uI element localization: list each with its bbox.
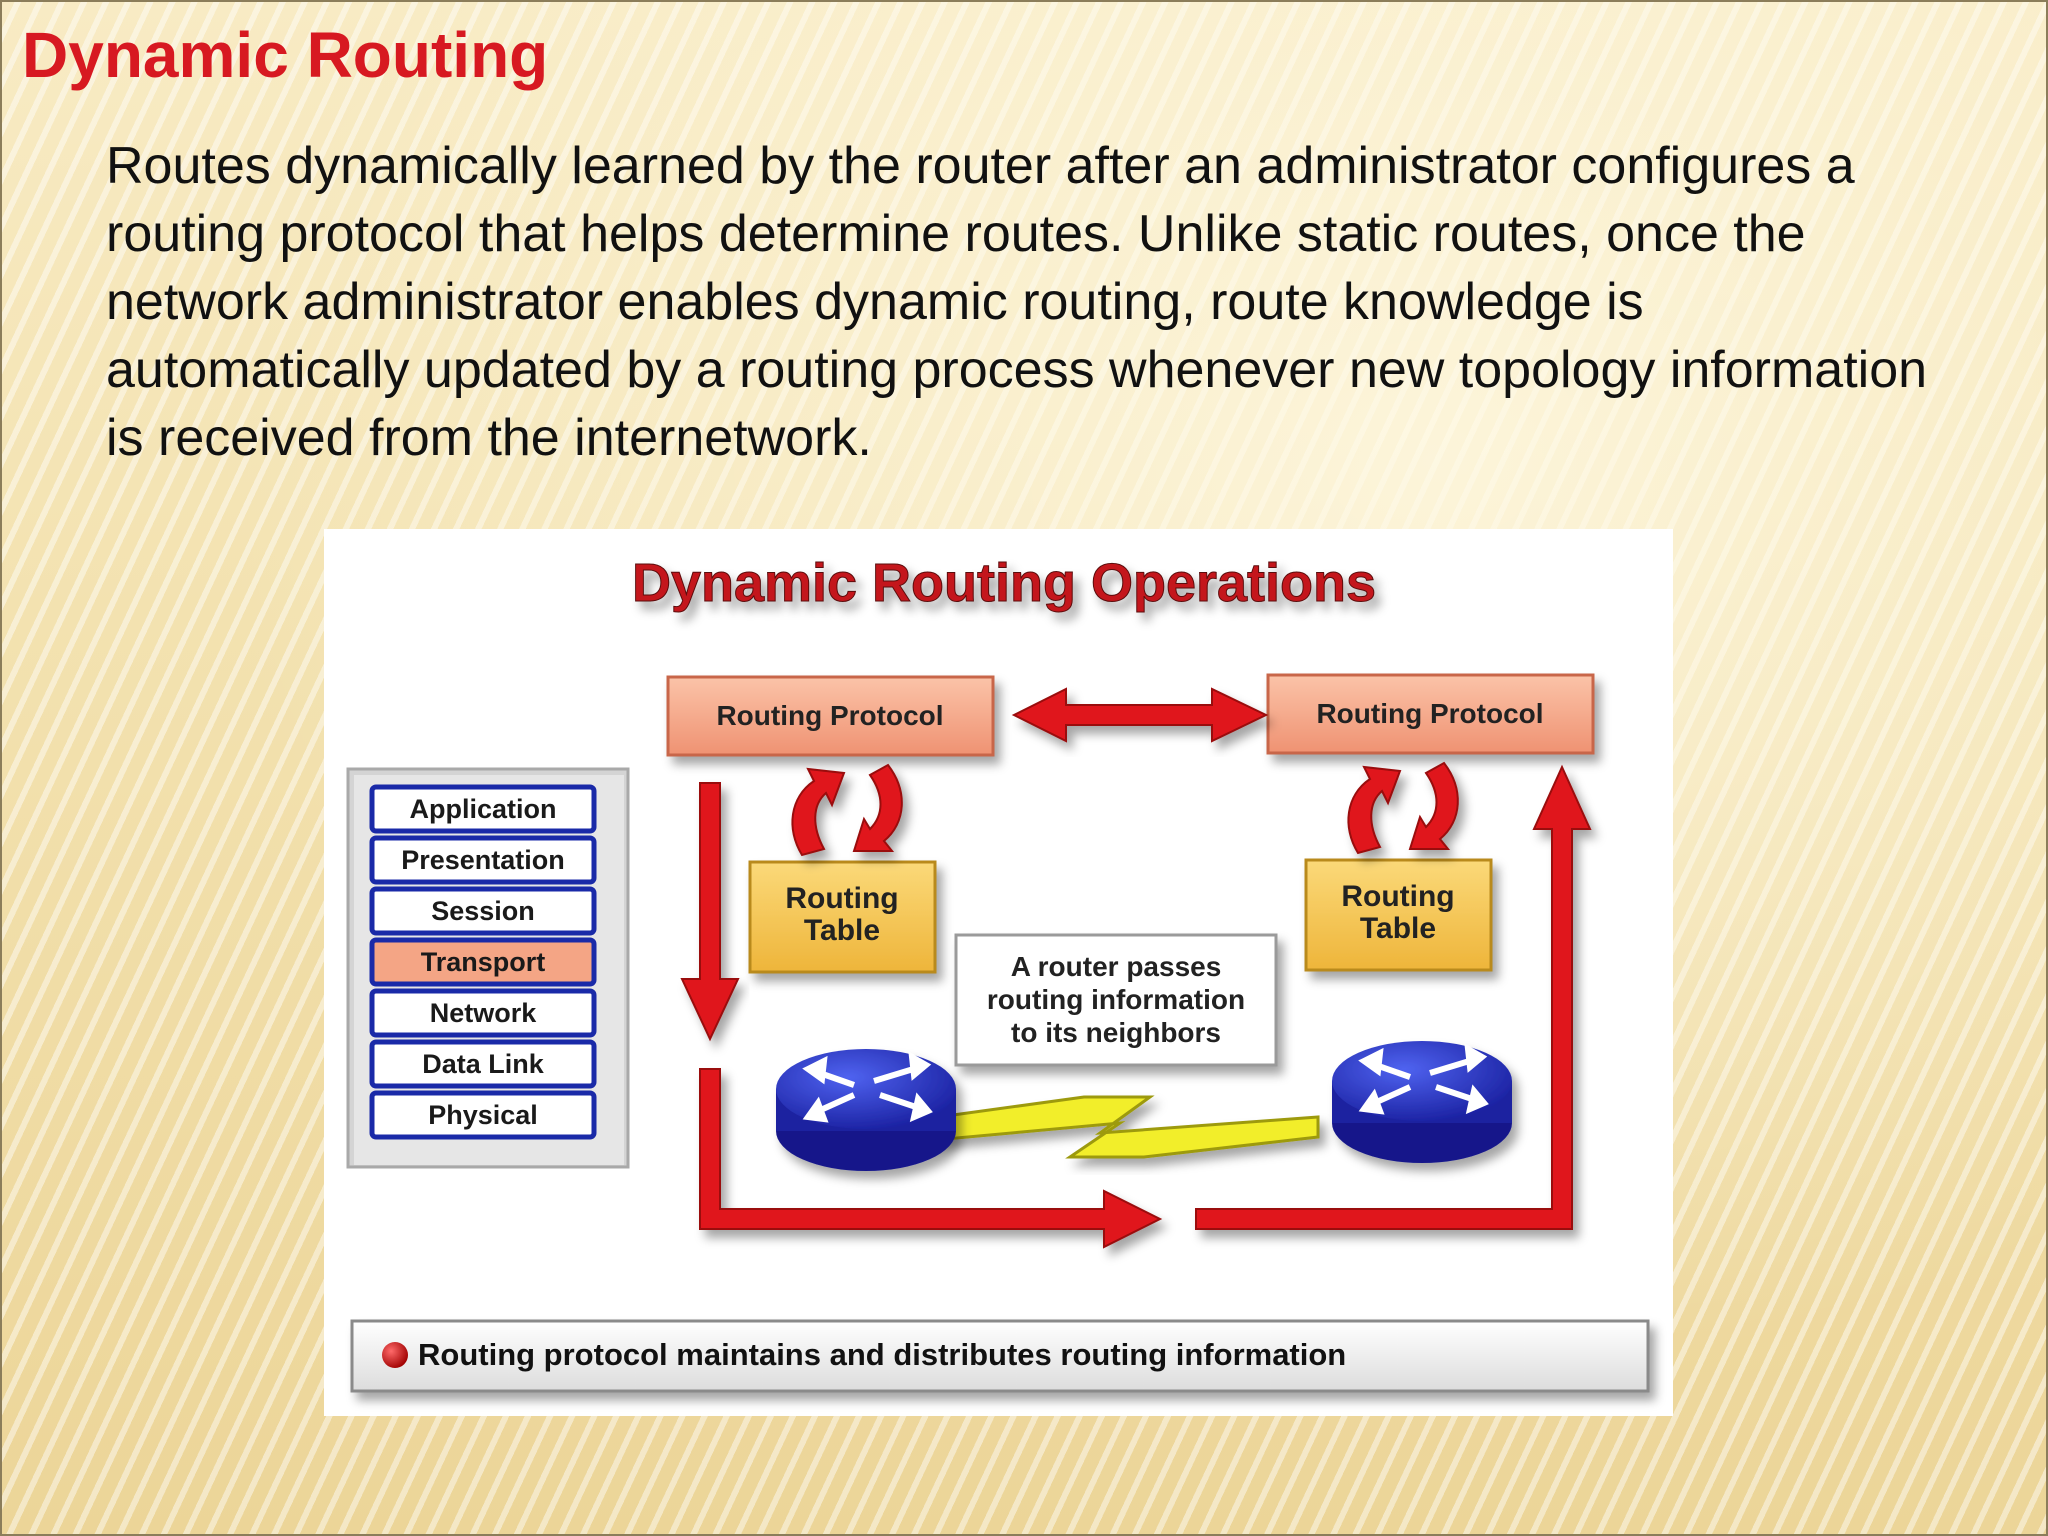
- right-routing-table-label-line2: Table: [1360, 912, 1436, 945]
- note-line-1: A router passes: [1011, 951, 1222, 982]
- bottom-right-path-arrow: [1195, 764, 1592, 1230]
- serial-link-icon: [922, 1095, 1320, 1159]
- protocol-exchange-arrow: [1011, 687, 1269, 743]
- left-routing-protocol-label: Routing Protocol: [716, 700, 943, 731]
- slide-paragraph: Routes dynamically learned by the router…: [106, 137, 1928, 467]
- osi-layer-data-link: Data Link: [369, 1039, 597, 1089]
- left-routing-protocol-box: [666, 675, 995, 757]
- right-routing-table-label-line1: Routing: [1341, 880, 1454, 913]
- left-routing-table-box: [748, 860, 937, 974]
- osi-layer-application: Application: [369, 784, 597, 834]
- left-update-cycle-arrows: [791, 763, 903, 857]
- osi-layer-transport: Transport: [369, 937, 597, 987]
- right-routing-protocol-box: [1266, 673, 1595, 755]
- bottom-left-path-arrow: [699, 1068, 1163, 1249]
- osi-layer-session: Session: [369, 886, 597, 936]
- neighbor-note-box: [954, 933, 1278, 1067]
- osi-layer-label: Physical: [428, 1100, 538, 1130]
- left-router-icon: [776, 1049, 956, 1171]
- osi-layer-label: Transport: [421, 947, 546, 977]
- left-routing-table-label-line1: Routing: [785, 882, 898, 915]
- caption-bullet-icon: [382, 1342, 408, 1368]
- osi-layer-label: Presentation: [401, 845, 565, 875]
- right-update-cycle-arrows: [1347, 761, 1459, 855]
- left-down-arrow: [680, 782, 740, 1042]
- osi-layer-box: [369, 835, 597, 885]
- note-line-3: to its neighbors: [1011, 1017, 1221, 1048]
- note-line-2: routing information: [987, 984, 1245, 1015]
- osi-layer-label: Application: [410, 794, 557, 824]
- osi-layer-physical: Physical: [369, 1090, 597, 1140]
- osi-layer-box: [369, 1090, 597, 1140]
- osi-layer-box: [369, 784, 597, 834]
- osi-layer-label: Data Link: [422, 1049, 545, 1079]
- diagram-title: Dynamic Routing Operations: [632, 553, 1376, 613]
- right-router-icon: [1332, 1041, 1512, 1163]
- osi-layer-list: ApplicationPresentationSessionTransportN…: [369, 784, 597, 1140]
- osi-layer-label: Network: [430, 998, 538, 1028]
- left-routing-table-label-line2: Table: [804, 914, 880, 947]
- osi-layer-box: [369, 886, 597, 936]
- osi-layer-presentation: Presentation: [369, 835, 597, 885]
- right-routing-protocol-label: Routing Protocol: [1316, 698, 1543, 729]
- slide-title: Dynamic Routing: [22, 19, 549, 91]
- osi-layer-box: [369, 937, 597, 987]
- osi-layer-box: [369, 1039, 597, 1089]
- diagram-svg: Dynamic Routing Operations ApplicationPr…: [346, 553, 1650, 1393]
- osi-layer-network: Network: [369, 988, 597, 1038]
- right-routing-table-box: [1304, 858, 1493, 972]
- caption-text: Routing protocol maintains and distribut…: [418, 1337, 1346, 1372]
- osi-layer-label: Session: [431, 896, 535, 926]
- osi-layer-box: [369, 988, 597, 1038]
- caption-bar: [350, 1319, 1650, 1393]
